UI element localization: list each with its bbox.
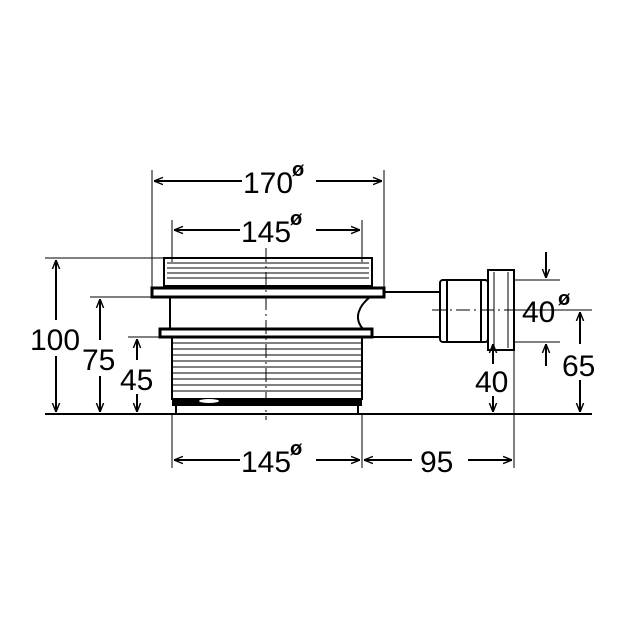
- dim-45-label: 45: [120, 364, 153, 397]
- extension-lines: [45, 170, 592, 468]
- dim-95-label: 95: [420, 446, 453, 479]
- dimension-labels: 170 ø 145 ø 145 ø 95 40 ø 100 75 45 40 6…: [30, 159, 595, 479]
- dim-40-height-label: 40: [475, 366, 508, 399]
- dimension-lines: [56, 181, 580, 460]
- diameter-symbol: ø: [290, 438, 303, 460]
- dim-100-label: 100: [30, 324, 80, 357]
- diameter-symbol: ø: [290, 208, 303, 230]
- diameter-symbol: ø: [558, 288, 571, 310]
- dim-145-bottom-label: 145: [241, 446, 291, 479]
- drain-body: [150, 257, 386, 414]
- diameter-symbol: ø: [292, 159, 305, 181]
- dim-65-label: 65: [562, 350, 595, 383]
- dim-145-top-label: 145: [241, 216, 291, 249]
- dim-75-label: 75: [82, 344, 115, 377]
- center-lines: [265, 248, 530, 420]
- dim-170-label: 170: [243, 167, 293, 200]
- dim-40-diameter-label: 40: [522, 296, 555, 329]
